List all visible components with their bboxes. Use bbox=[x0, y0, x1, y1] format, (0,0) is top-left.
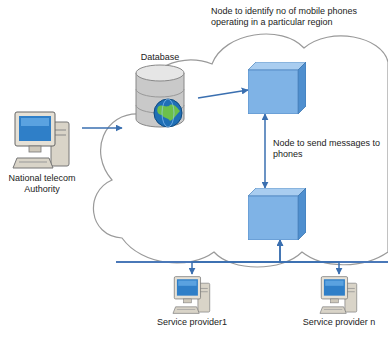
computer-icon bbox=[168, 274, 216, 316]
connector-arrow bbox=[82, 127, 122, 129]
node-label: Node to identify no of mobile phones ope… bbox=[211, 6, 385, 28]
node-label: Database bbox=[141, 52, 180, 63]
connector-arrow bbox=[264, 114, 266, 188]
database-node: Database bbox=[122, 52, 198, 135]
network-node: Node to send messages to phones bbox=[248, 188, 306, 240]
computer-node: National telecom Authority bbox=[2, 108, 82, 195]
computer-icon bbox=[315, 274, 363, 316]
cloud-outline bbox=[93, 34, 388, 267]
network-node: Node to identify no of mobile phones ope… bbox=[248, 62, 306, 114]
node-label: Service provider n bbox=[303, 317, 376, 328]
node-cube bbox=[248, 188, 306, 240]
node-label: Service provider1 bbox=[157, 317, 227, 328]
connector-arrow bbox=[198, 90, 248, 98]
connector-arrow bbox=[280, 240, 339, 274]
node-cube bbox=[248, 62, 306, 114]
node-label: Node to send messages to phones bbox=[273, 138, 385, 160]
computer-icon bbox=[11, 108, 73, 172]
database-icon bbox=[130, 63, 190, 135]
computer-node: Service provider n bbox=[292, 274, 386, 328]
connector-arrow bbox=[192, 240, 280, 274]
computer-node: Service provider1 bbox=[146, 274, 238, 328]
node-label: National telecom Authority bbox=[2, 173, 82, 195]
